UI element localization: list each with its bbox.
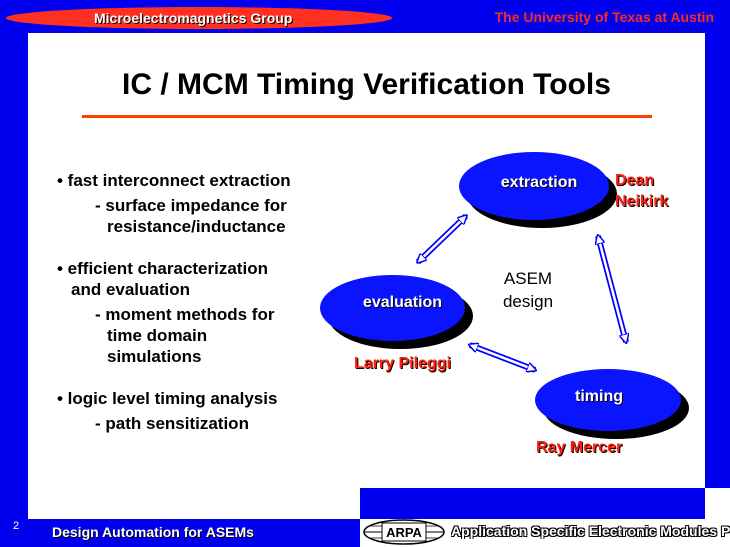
header-pill [6, 7, 392, 29]
header-group-name: Microelectromagnetics Group [94, 10, 293, 26]
sub-bullet-continuation: time domain [107, 326, 208, 345]
arpa-logo: ARPA [363, 519, 445, 545]
person-pileggi: Larry Pileggi [354, 355, 451, 372]
person-neikirk: Neikirk [615, 193, 669, 210]
person-mercer: Ray Mercer [536, 439, 623, 456]
title-underline [82, 115, 652, 118]
sub-bullet-continuation: simulations [107, 347, 202, 366]
timing-bubble [535, 369, 681, 431]
footer-notch [360, 488, 705, 519]
person-dean: Dean [615, 172, 655, 189]
design-line: design [502, 292, 554, 311]
asem-line: ASEM [503, 269, 553, 288]
extraction-label: extraction [500, 174, 578, 191]
arrow-extraction-timing [598, 236, 626, 342]
slide-panel [28, 33, 705, 519]
evaluation-label: evaluation [362, 294, 443, 311]
bullet-timing-analysis: • logic level timing analysis [57, 389, 278, 408]
bullet-extraction: • fast interconnect extraction [57, 171, 291, 190]
sub-bullet-surface-impedance: - surface impedance for [95, 196, 287, 215]
sub-bullet-moment-methods: - moment methods for [95, 305, 275, 324]
sub-bullet-continuation: resistance/inductance [107, 217, 286, 236]
arpa-logo-text: ARPA [386, 525, 422, 540]
footer-program-name: Application Specific Electronic Modules … [451, 523, 730, 539]
bullet-continuation: and evaluation [71, 280, 191, 299]
asem-design-label: ASEM design [487, 267, 569, 313]
header-university: The University of Texas at Austin [494, 9, 714, 25]
arrow-extraction-evaluation [418, 216, 466, 262]
extraction-bubble [459, 152, 609, 220]
page-number: 2 [13, 520, 20, 532]
timing-label: timing [575, 388, 623, 405]
slide-title: IC / MCM Timing Verification Tools [122, 68, 611, 101]
sub-bullet-path-sensitization: - path sensitization [95, 414, 249, 433]
bullet-characterization: • efficient characterization [57, 259, 268, 278]
evaluation-bubble [320, 275, 465, 341]
footer-title: Design Automation for ASEMs [52, 524, 254, 540]
arrow-evaluation-timing [470, 342, 535, 373]
